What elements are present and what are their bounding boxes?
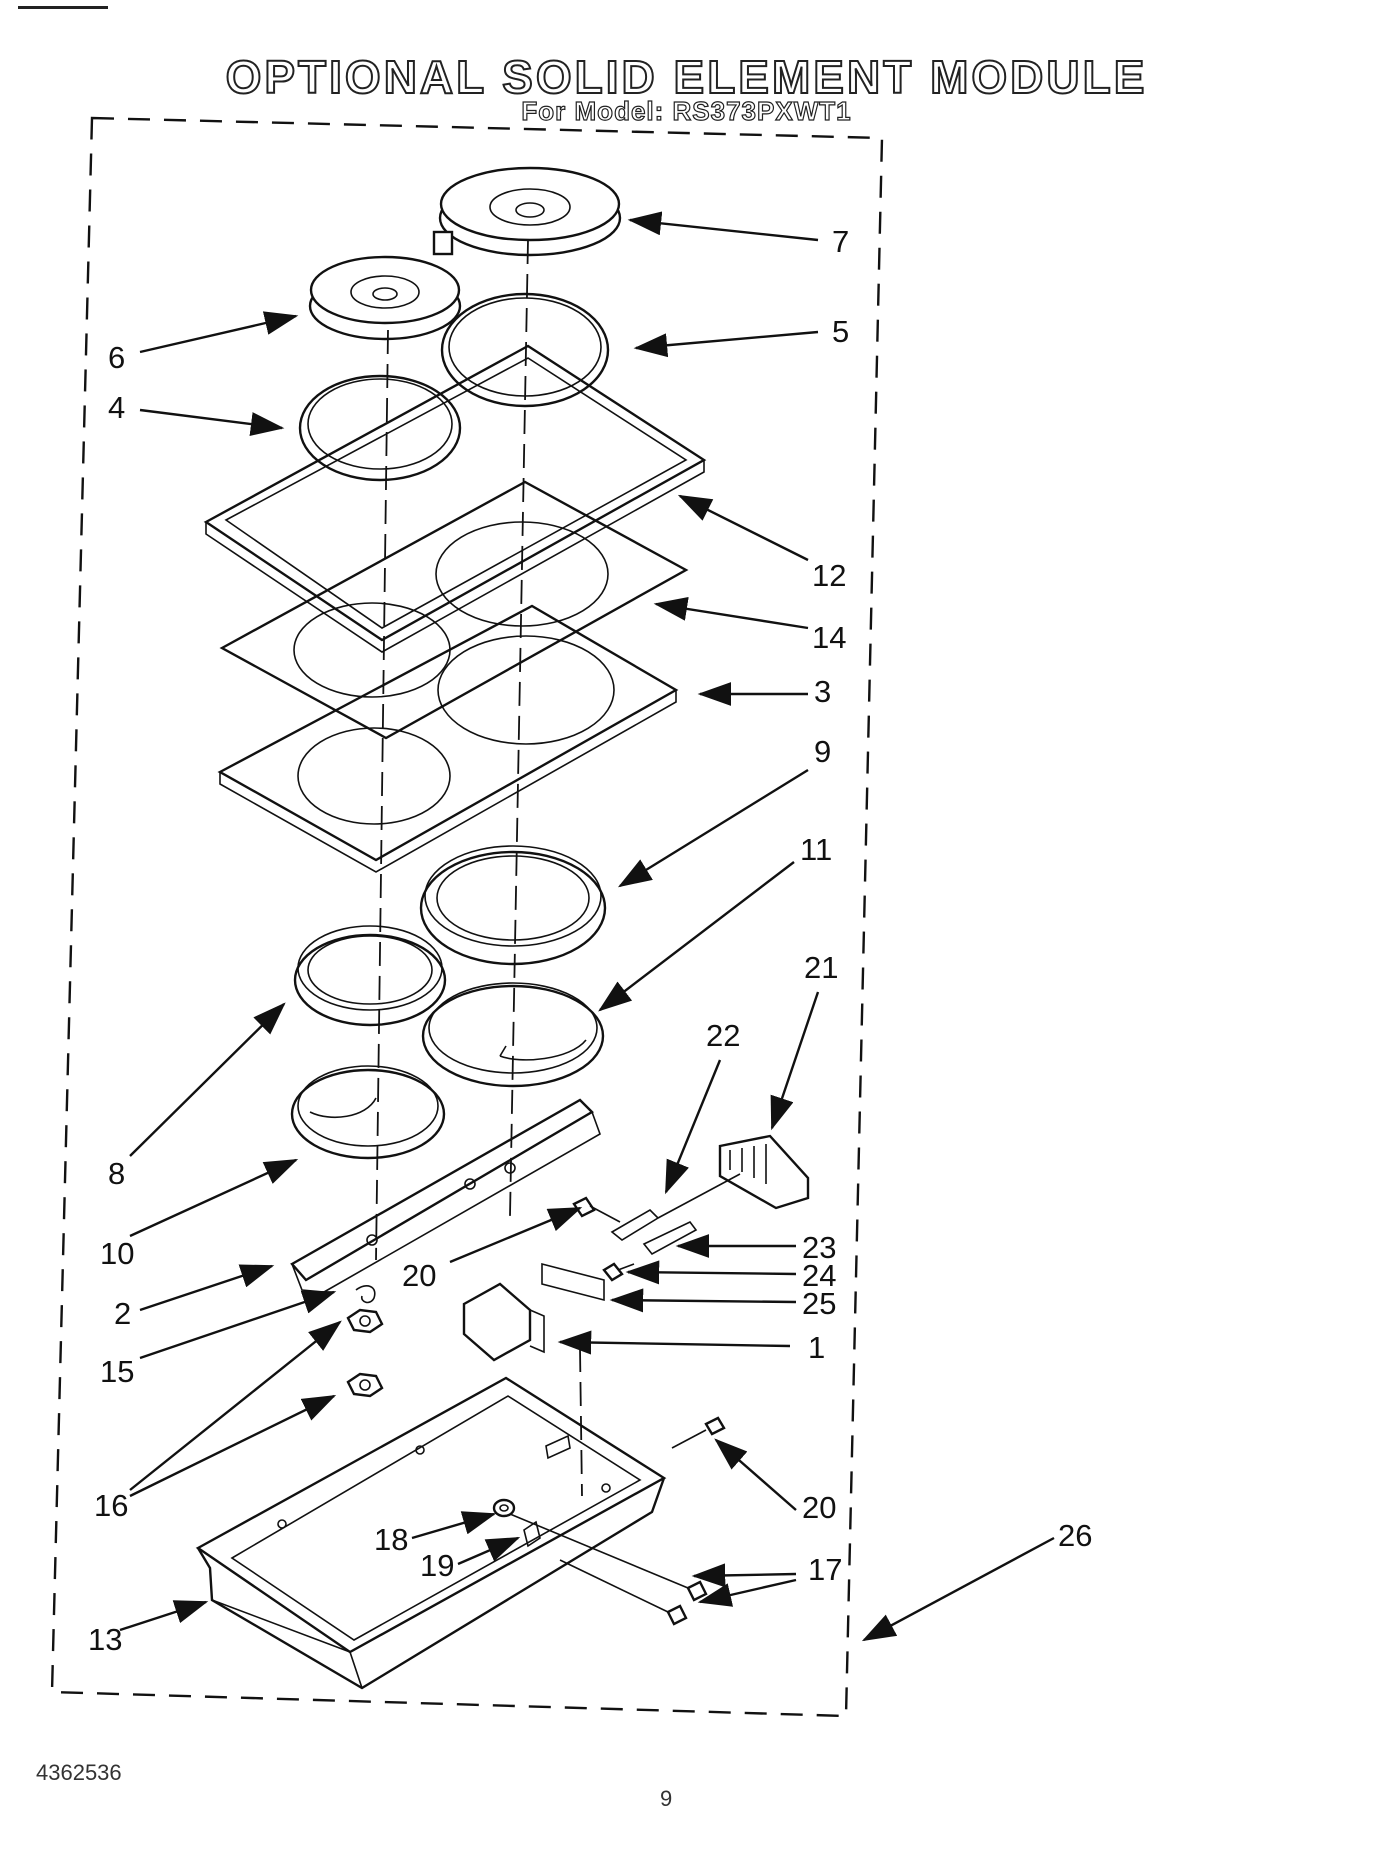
callout-3: 3 [814, 674, 831, 709]
burner-ring-8 [293, 925, 447, 1027]
small-element-6 [308, 255, 462, 341]
clip-15 [355, 1285, 376, 1304]
trim-ring-5 [440, 292, 610, 408]
callout-9: 9 [814, 734, 831, 769]
drip-pan-10 [290, 1065, 446, 1160]
bracket-1 [462, 1282, 545, 1362]
callout-16: 16 [94, 1488, 128, 1523]
terminal-block-21 [718, 1134, 810, 1210]
callout-25: 25 [802, 1286, 836, 1321]
terminal-22 [610, 1173, 741, 1241]
plate-25 [541, 1262, 605, 1302]
callout-1: 1 [808, 1330, 825, 1365]
callout-24: 24 [802, 1258, 836, 1293]
box-13 [195, 1376, 667, 1690]
callout-15: 15 [100, 1354, 134, 1389]
callout-7: 7 [832, 224, 849, 259]
callout-2: 2 [114, 1296, 131, 1331]
screw-20-lower [671, 1416, 726, 1449]
header-rule [18, 6, 108, 9]
screw-20-upper [572, 1196, 621, 1223]
callout-labels: 7 5 6 4 12 14 3 9 11 21 22 8 10 23 24 25… [88, 224, 1092, 1657]
callout-13: 13 [88, 1622, 122, 1657]
callout-20-lower: 20 [802, 1490, 836, 1525]
callout-23: 23 [802, 1230, 836, 1265]
callout-11: 11 [800, 832, 832, 867]
page-title: OPTIONAL SOLID ELEMENT MODULE [225, 50, 1148, 104]
callout-22: 22 [706, 1018, 740, 1053]
callout-21: 21 [804, 950, 838, 985]
callout-19: 19 [420, 1548, 454, 1583]
callout-20-upper: 20 [402, 1258, 436, 1293]
callout-14: 14 [812, 620, 846, 655]
callout-26: 26 [1058, 1518, 1092, 1553]
callout-5: 5 [832, 314, 849, 349]
leader-lines [119, 211, 1055, 1642]
screw-17 [509, 1513, 708, 1626]
nut-16-upper [346, 1308, 384, 1334]
nut-16-lower [346, 1372, 384, 1398]
page-number: 9 [660, 1786, 673, 1811]
burner-ring-9 [419, 845, 607, 966]
callout-10: 10 [100, 1236, 134, 1271]
document-number: 4362536 [36, 1760, 122, 1785]
module-boundary [50, 116, 884, 1718]
callout-12: 12 [812, 558, 846, 593]
frame-12 [203, 344, 707, 653]
callout-6: 6 [108, 340, 125, 375]
clip-23 [642, 1220, 698, 1256]
grommet-18 [492, 1498, 516, 1518]
callout-4: 4 [108, 390, 125, 425]
glass-top-3 [217, 604, 679, 873]
callout-8: 8 [108, 1156, 125, 1191]
large-element-7 [432, 166, 622, 257]
callout-17: 17 [808, 1552, 842, 1587]
callout-18: 18 [374, 1522, 408, 1557]
model-subtitle: For Model: RS373PXWT1 [521, 95, 852, 126]
clip-19 [523, 1520, 541, 1548]
